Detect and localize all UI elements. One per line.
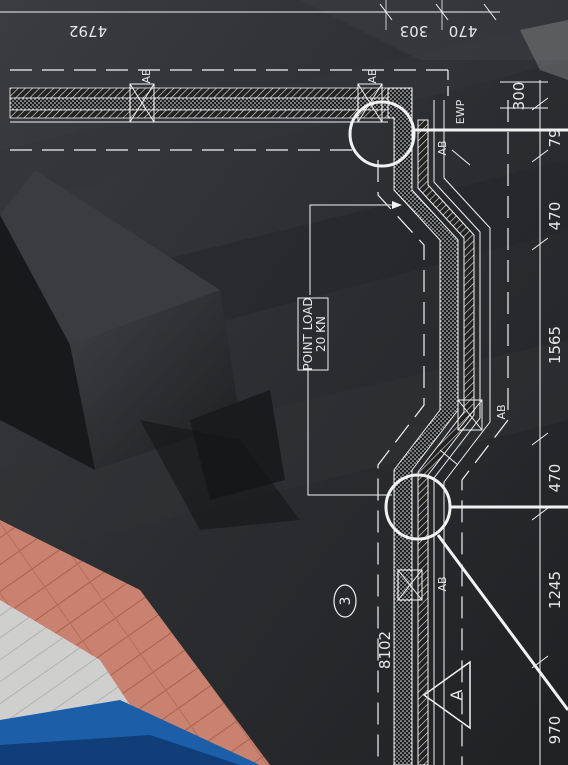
ab-box	[129, 83, 155, 123]
detail-callout-leader	[436, 534, 568, 711]
wall-hatched-layer	[417, 119, 475, 765]
wall-insulation-layer	[387, 87, 459, 765]
ab-label: AB	[140, 68, 153, 83]
wall-dashed-line	[461, 100, 509, 765]
ab-box	[457, 399, 483, 431]
top-dim-segment-a: 303	[400, 22, 429, 40]
blue-accent-band-dark	[0, 735, 240, 765]
beam-hatched-layer	[9, 87, 389, 99]
right-dim-79: 79	[546, 128, 564, 147]
unit-shadow	[140, 420, 300, 530]
point-load-leader	[309, 204, 392, 295]
unit-side-face	[0, 215, 95, 470]
beam-insulation-layer	[9, 97, 389, 111]
wall-outer-line	[443, 100, 491, 765]
overall-length-label: 8102	[376, 631, 394, 669]
elevation-marker-letter: A	[447, 689, 466, 700]
right-dim-1245: 1245	[546, 571, 564, 609]
right-dim-470-lower: 470	[546, 464, 564, 493]
ab-label: AB	[436, 140, 449, 155]
leader-arrowhead	[392, 201, 402, 209]
beam-hatched-layer	[9, 109, 389, 119]
roof-panel-band	[300, 0, 568, 60]
right-dim-470-upper: 470	[546, 202, 564, 231]
right-dim-970: 970	[546, 716, 564, 745]
ab-label: AB	[495, 404, 508, 419]
ab-label: AB	[436, 576, 449, 591]
top-dimension-line	[0, 0, 500, 30]
detail-callout-circle	[348, 100, 416, 168]
section-marker-circle	[333, 584, 357, 618]
elevation-triangle	[422, 660, 471, 730]
point-load-line1: POINT LOAD	[301, 297, 315, 370]
rooftop-unit	[0, 170, 300, 530]
ewp-label: EWP	[454, 99, 467, 124]
roof-panel-band	[0, 340, 568, 560]
right-dimension-line	[500, 80, 549, 765]
unit-top-face	[0, 170, 220, 345]
wall-dashed-line	[377, 160, 425, 765]
ab-box	[397, 569, 423, 601]
point-load-line2: 20 KN	[314, 316, 328, 352]
point-load-leader	[307, 345, 392, 496]
cad-labels: 4792 303 470 300 79 470 1565 470 1245 97…	[69, 22, 564, 744]
right-dim-1565: 1565	[546, 326, 564, 364]
top-dim-overall: 4792	[69, 22, 107, 40]
section-marker-number: 3	[338, 597, 354, 606]
light-patch	[520, 20, 568, 80]
wall-outer-line	[433, 100, 481, 765]
point-load-box	[297, 297, 329, 371]
top-dim-segment-b: 470	[449, 22, 478, 40]
right-dim-300: 300	[510, 82, 528, 111]
ab-label: AB	[366, 68, 379, 83]
